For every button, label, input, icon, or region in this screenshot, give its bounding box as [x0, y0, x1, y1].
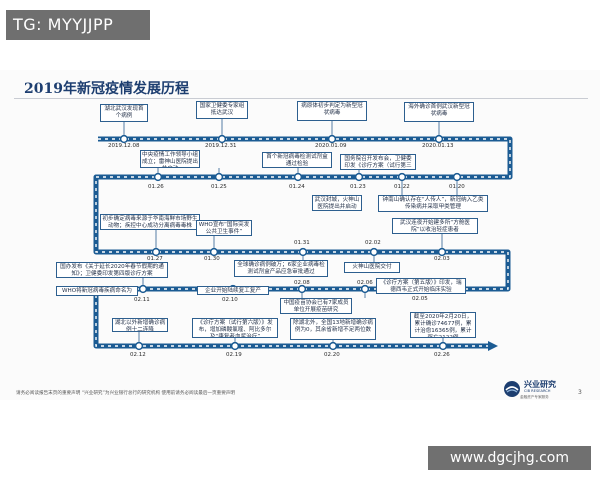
- event-box: 中央疫情工作领导小组成立；雷神山医院提出并启动: [140, 150, 200, 168]
- event-date: 02.03: [434, 256, 450, 262]
- timeline-node: [151, 247, 161, 257]
- event-box: 《诊疗方案（试行第六版）》发布，增加磷酸氯喹、阿比多尔及“康复者血浆治疗”: [192, 318, 278, 338]
- event-box: 湖北武汉发现首个病例: [100, 104, 148, 122]
- event-date: 01.25: [211, 184, 227, 190]
- timeline-node: [134, 341, 144, 351]
- event-date: 01.20: [449, 184, 465, 190]
- event-date: 2019.12.08: [108, 143, 140, 149]
- event-date: 02.20: [324, 352, 340, 358]
- timeline-node: [434, 134, 444, 144]
- event-date: 02.26: [434, 352, 450, 358]
- event-box: 国办发布《关于延长2020年春节假期的通知》；卫健委印发第四版诊疗方案: [56, 262, 168, 278]
- event-date: 02.12: [130, 352, 146, 358]
- event-date: 01.26: [148, 184, 164, 190]
- event-box: 全球确诊病例破万；6家企业病毒检测试剂盒产品应急审批通过: [234, 260, 328, 277]
- event-box: 病原体初步判定为新型冠状病毒: [297, 101, 367, 121]
- event-box: 钟南山确认存在“人传人”，新冠纳入乙类传染病并采取甲类管理: [378, 195, 488, 212]
- event-date: 01.24: [289, 184, 305, 190]
- event-box: 国家卫健委专家组抵达武汉: [196, 101, 248, 119]
- timeline-node: [153, 172, 163, 182]
- logo-tagline: 金融资产专家服务: [520, 395, 549, 399]
- event-box: 湖北以外新增确诊病例十二连降: [112, 318, 168, 332]
- timeline-node: [452, 172, 462, 182]
- page-number: 3: [578, 389, 582, 396]
- event-box: 武汉封城，火神山医院提出并启动: [312, 195, 362, 211]
- event-date: 2020.01.09: [315, 143, 347, 149]
- timeline-node: [354, 172, 364, 182]
- timeline-node: [293, 172, 303, 182]
- event-date: 02.19: [226, 352, 242, 358]
- event-box: 武汉连夜开始建多所“方舱医院”以收治轻症患者: [392, 218, 478, 234]
- timeline-node: [297, 284, 307, 294]
- logo-icon: [504, 381, 520, 397]
- event-date: 02.08: [294, 280, 310, 286]
- event-date: 02.02: [365, 240, 381, 246]
- timeline-node: [369, 247, 379, 257]
- event-date: 2019.12.31: [205, 143, 237, 149]
- timeline-node: [217, 134, 227, 144]
- watermark-link[interactable]: www.dgcjhg.com: [428, 446, 591, 470]
- event-box: 火神山医院交付: [344, 262, 400, 273]
- timeline-node: [327, 134, 337, 144]
- event-box: 中国疫苗协会已有7家成员单位开展疫苗研究: [280, 298, 352, 314]
- event-box: 企业开始陆续复工复产: [197, 286, 269, 295]
- timeline-node: [209, 247, 219, 257]
- timeline-node: [119, 134, 129, 144]
- timeline-node: [360, 284, 370, 294]
- channel-tag: TG: MYYJJPP: [6, 10, 150, 40]
- disclaimer-text: 请务必阅读报告末页的重要声明 “兴业研究”为兴业银行总行的研究机构 使用前请务必…: [16, 391, 235, 396]
- event-box: 国务院召开发布会，卫健委印发《诊疗方案（试行第三版）》: [340, 154, 416, 170]
- timeline-node: [298, 247, 308, 257]
- event-box: 海外确诊首例武汉新型冠状病毒: [404, 102, 474, 122]
- event-box: 除湖北外，全国13地新增确诊病例为0，其余省新增不足两位数: [290, 318, 376, 340]
- event-date: 01.22: [394, 184, 410, 190]
- event-date: 02.05: [412, 296, 428, 302]
- timeline-node: [438, 341, 448, 351]
- logo-subtext: CIB RESEARCH: [524, 389, 551, 393]
- page-title: 2019年新冠疫情发展历程: [24, 81, 189, 97]
- timeline-node: [138, 284, 148, 294]
- event-date: 01.23: [350, 184, 366, 190]
- event-date: 01.31: [294, 240, 310, 246]
- event-box: 《诊疗方案（第五版）》印发，瑞德西韦正式开始临床实验: [376, 278, 466, 294]
- event-box: 初步确定病毒来源于华南海鲜市场野生动物；疾控中心成功分离病毒毒株: [100, 214, 200, 230]
- event-date: 01.30: [204, 256, 220, 262]
- timeline-node: [214, 172, 224, 182]
- event-box: 截至2020年2月20日，累计确诊74677例，累计治愈16365例，累计死亡2…: [410, 312, 476, 338]
- event-date: 01.27: [147, 256, 163, 262]
- title-divider: [14, 98, 588, 99]
- event-date: 02.11: [134, 297, 150, 303]
- event-date: 02.06: [357, 280, 373, 286]
- logo-text: 兴业研究: [524, 380, 556, 389]
- timeline-node: [437, 247, 447, 257]
- event-box: 首个新冠病毒检测试剂盒通过检验: [262, 152, 332, 168]
- timeline-node: [230, 341, 240, 351]
- timeline-node: [328, 341, 338, 351]
- event-date: 02.10: [222, 297, 238, 303]
- event-box: WHO将新冠病毒疾病命名为COVID-19: [56, 286, 138, 296]
- timeline-node: [397, 172, 407, 182]
- event-box: WHO宣布“国际突发公共卫生事件”: [196, 220, 252, 236]
- event-date: 2020.01.13: [422, 143, 454, 149]
